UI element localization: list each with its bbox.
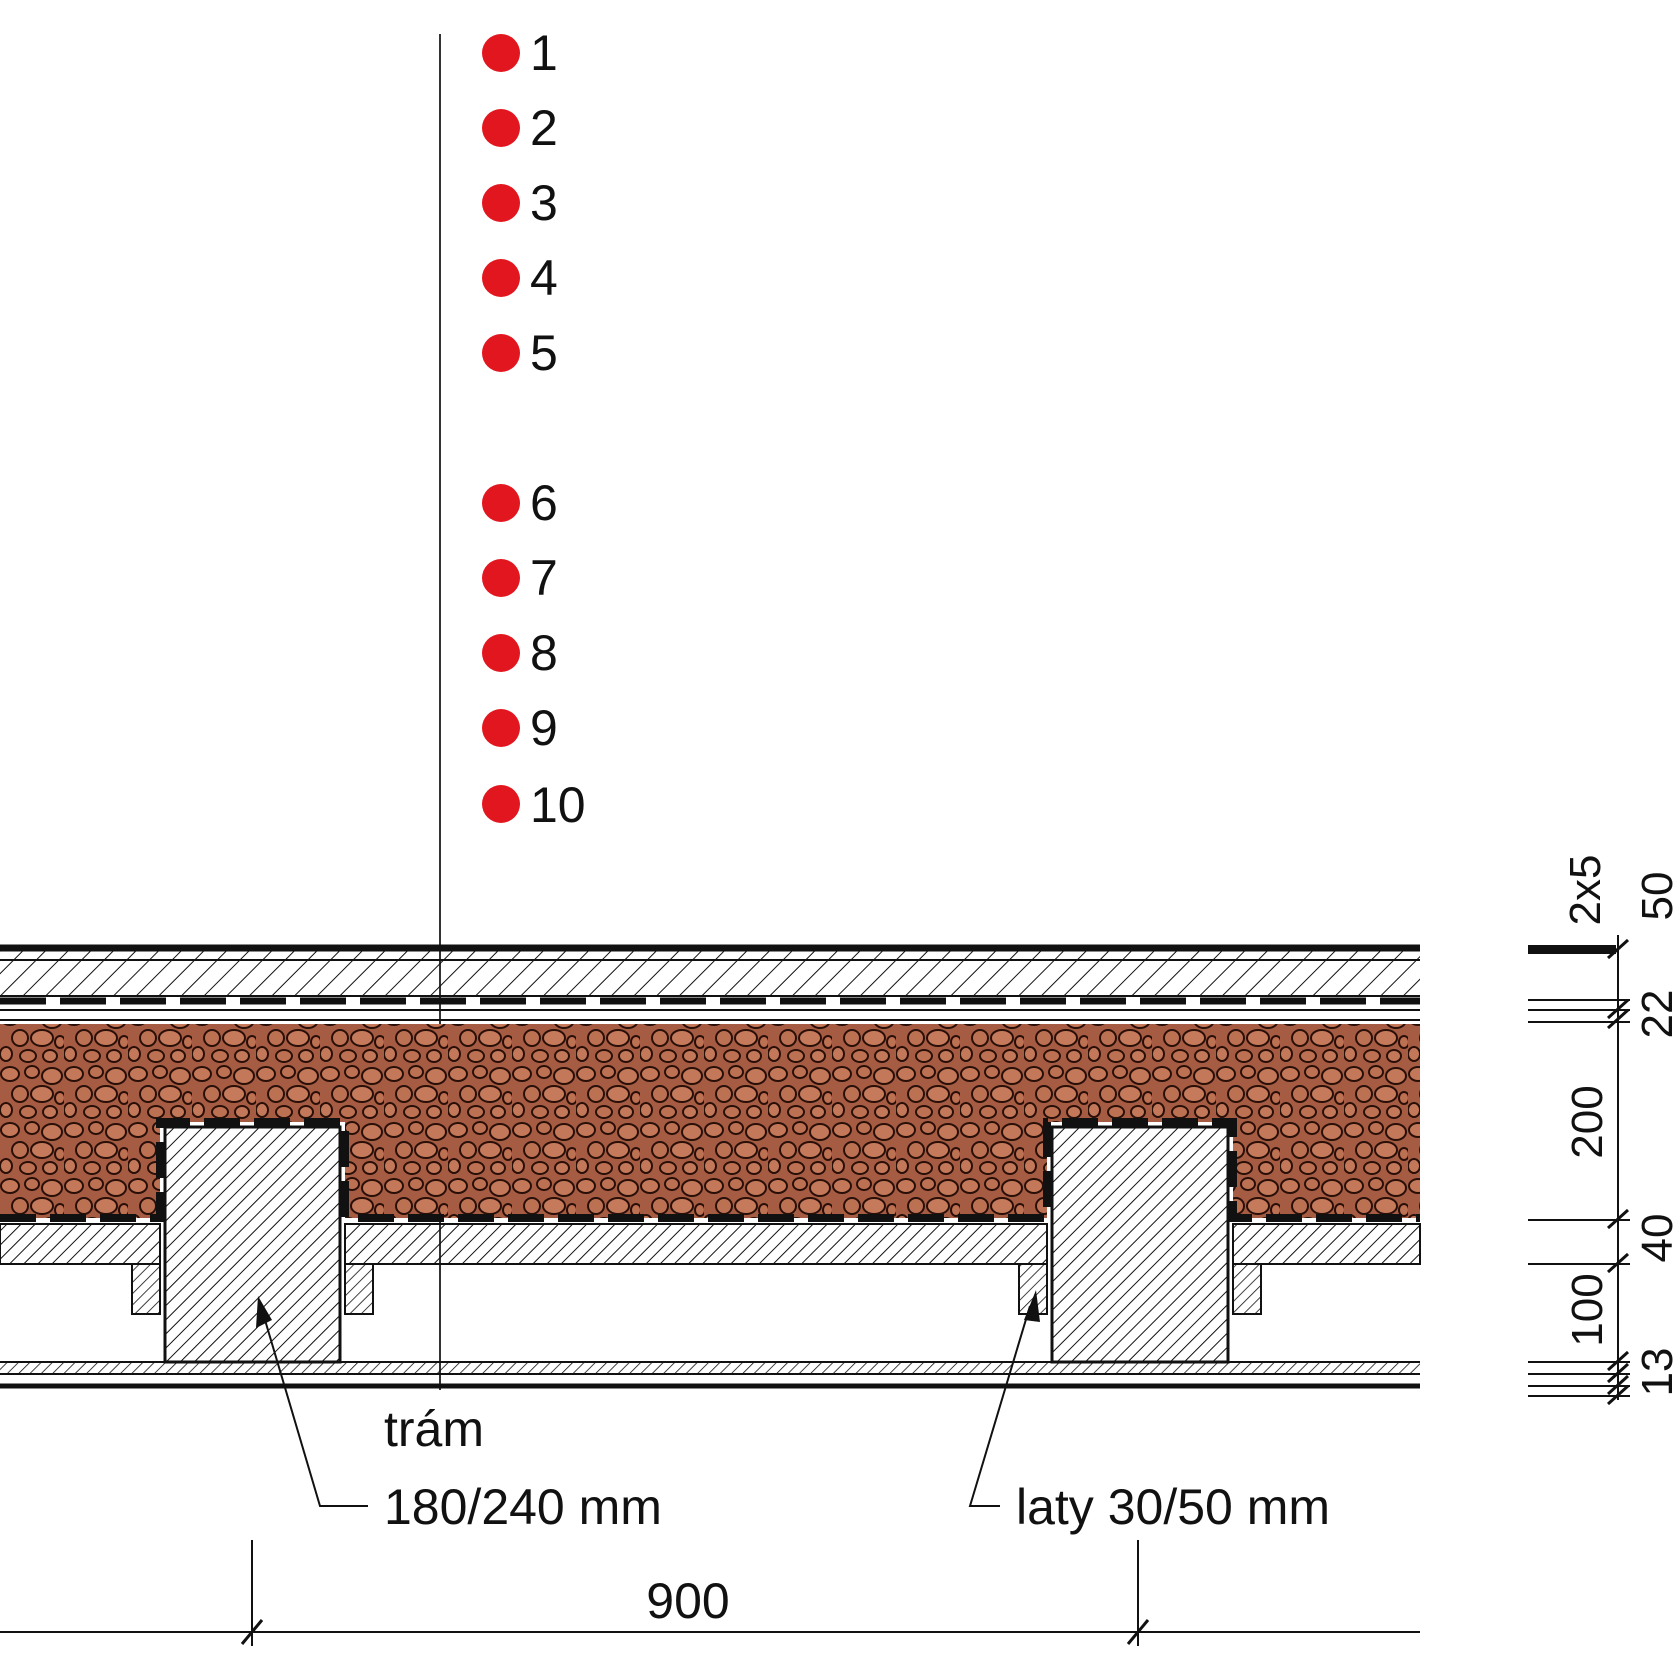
layer-marker-number-5: 5 — [530, 325, 558, 381]
batten-label: laty 30/50 mm — [1016, 1479, 1330, 1535]
layer-marker-number-10: 10 — [530, 777, 586, 833]
layer-marker-dot-1 — [482, 34, 520, 72]
dim-label-50: 50 — [1633, 872, 1680, 921]
layer-marker-number-4: 4 — [530, 250, 558, 306]
ceiling-board — [0, 1361, 1420, 1389]
dim-label-2x5: 2x5 — [1561, 855, 1610, 926]
layer-marker-dot-6 — [482, 484, 520, 522]
layer-marker-list: 1 2 3 4 5 6 7 8 9 10 — [482, 25, 586, 833]
batten-leader-line — [968, 1305, 1031, 1507]
beam-left — [163, 1125, 342, 1364]
layer-marker-dot-10 — [482, 785, 520, 823]
dim-label-100: 100 — [1563, 1273, 1612, 1346]
beam-right — [1050, 1125, 1230, 1364]
vertical-dimension-chain — [1528, 935, 1630, 1406]
span-dimension — [0, 1540, 1420, 1646]
beam-leader-arrow — [256, 1296, 272, 1328]
sheathing-boards — [0, 1223, 1421, 1265]
layer-marker-number-2: 2 — [530, 100, 558, 156]
layer-marker-number-9: 9 — [530, 700, 558, 756]
layer-marker-dot-3 — [482, 184, 520, 222]
layer-marker-dot-7 — [482, 559, 520, 597]
beam-leader-line — [264, 1319, 368, 1507]
dim-label-13: 13 — [1633, 1348, 1680, 1397]
batten-leader-arrow — [1024, 1290, 1040, 1322]
layer-marker-dot-9 — [482, 709, 520, 747]
layer-marker-number-8: 8 — [530, 625, 558, 681]
beam-label: trám — [384, 1401, 484, 1457]
layer-marker-number-6: 6 — [530, 475, 558, 531]
layer-marker-number-3: 3 — [530, 175, 558, 231]
gravel-fill — [0, 1024, 1420, 1218]
dim-label-22: 22 — [1633, 990, 1680, 1039]
gravel-membrane — [0, 1118, 1420, 1222]
layer-marker-dot-8 — [482, 634, 520, 672]
layer-marker-number-7: 7 — [530, 550, 558, 606]
dim-label-40: 40 — [1633, 1214, 1680, 1263]
layer-marker-number-1: 1 — [530, 25, 558, 81]
layer-marker-dot-2 — [482, 109, 520, 147]
span-label: 900 — [646, 1573, 729, 1629]
top-floor-board — [0, 944, 1420, 997]
layer-marker-dot-4 — [482, 259, 520, 297]
dim-label-200: 200 — [1563, 1085, 1612, 1158]
layer-marker-dot-5 — [482, 334, 520, 372]
beam-size-label: 180/240 mm — [384, 1479, 662, 1535]
battens — [131, 1263, 1262, 1315]
